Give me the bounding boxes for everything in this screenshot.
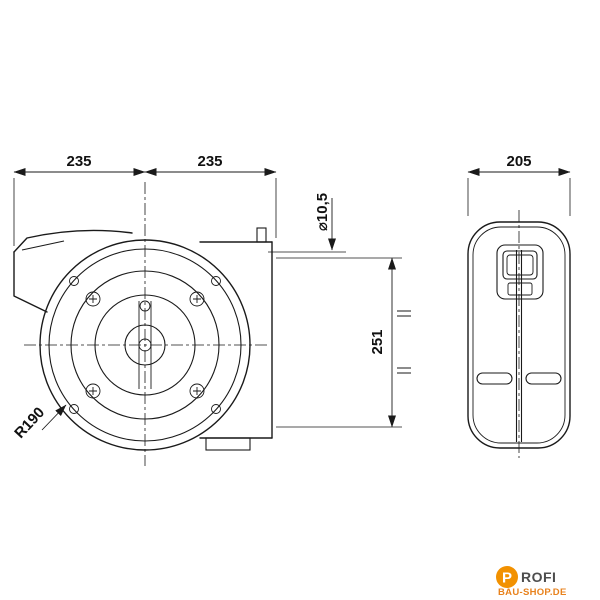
bolt-hole	[85, 383, 101, 399]
equal-mark	[397, 310, 411, 317]
top-pin	[256, 227, 267, 243]
reel-face-circle	[70, 270, 220, 420]
dim-hole-diameter: ⌀10,5	[314, 193, 331, 231]
bolt-cross	[89, 295, 97, 303]
bolt-hole	[189, 383, 205, 399]
dim-leader-radius	[41, 404, 67, 431]
bracket-inner-edge	[21, 240, 65, 251]
logo-disc	[496, 566, 518, 588]
bolt-hole	[85, 291, 101, 307]
logo-letter: P	[502, 570, 512, 587]
front-view	[13, 182, 273, 466]
rim-screw	[211, 404, 221, 414]
rim-screw	[211, 276, 221, 286]
rim-screw	[69, 404, 79, 414]
hub-pin-hole	[139, 300, 151, 312]
dim-width-left: 235	[66, 153, 91, 170]
dim-radius: R190	[11, 404, 48, 442]
latch-inset	[506, 254, 534, 276]
housing-inner-contour	[472, 226, 566, 444]
rear-housing	[199, 227, 273, 451]
latch-detail	[496, 244, 544, 300]
reel-inner-rim	[48, 248, 242, 442]
dimensions: 235 235 205 ⌀10,5 251 R190	[11, 153, 571, 442]
shop-logo: P ROFI BAU-SHOP.DE	[496, 566, 567, 598]
bolt-cross	[193, 387, 201, 395]
bolt-cross	[89, 387, 97, 395]
side-slot-left	[476, 372, 513, 385]
reel-outer-rim	[39, 239, 251, 451]
logo-tagline: BAU-SHOP.DE	[498, 587, 567, 598]
bracket-arm-top-edge	[13, 229, 133, 253]
dim-width-right: 235	[197, 153, 222, 170]
rim-screw	[69, 276, 79, 286]
reel-hub	[124, 324, 166, 366]
mounting-bracket	[13, 229, 133, 313]
latch-outer	[496, 244, 544, 300]
side-slot-right	[525, 372, 562, 385]
dim-height: 251	[369, 329, 386, 354]
bolt-hole	[189, 291, 205, 307]
latch-inner	[502, 250, 538, 280]
side-view	[467, 210, 571, 458]
reel-hub-outer	[94, 294, 196, 396]
rim-screws	[69, 276, 221, 414]
mounting-foot	[205, 437, 251, 451]
bolt-holes	[85, 291, 205, 399]
equal-marks	[397, 310, 411, 374]
housing-outline	[467, 221, 571, 449]
logo-name: ROFI	[521, 569, 556, 585]
equal-mark	[397, 367, 411, 374]
bracket-left-edge	[13, 251, 48, 313]
dim-depth: 205	[506, 153, 531, 170]
latch-lower-block	[507, 282, 533, 296]
bolt-cross	[193, 295, 201, 303]
